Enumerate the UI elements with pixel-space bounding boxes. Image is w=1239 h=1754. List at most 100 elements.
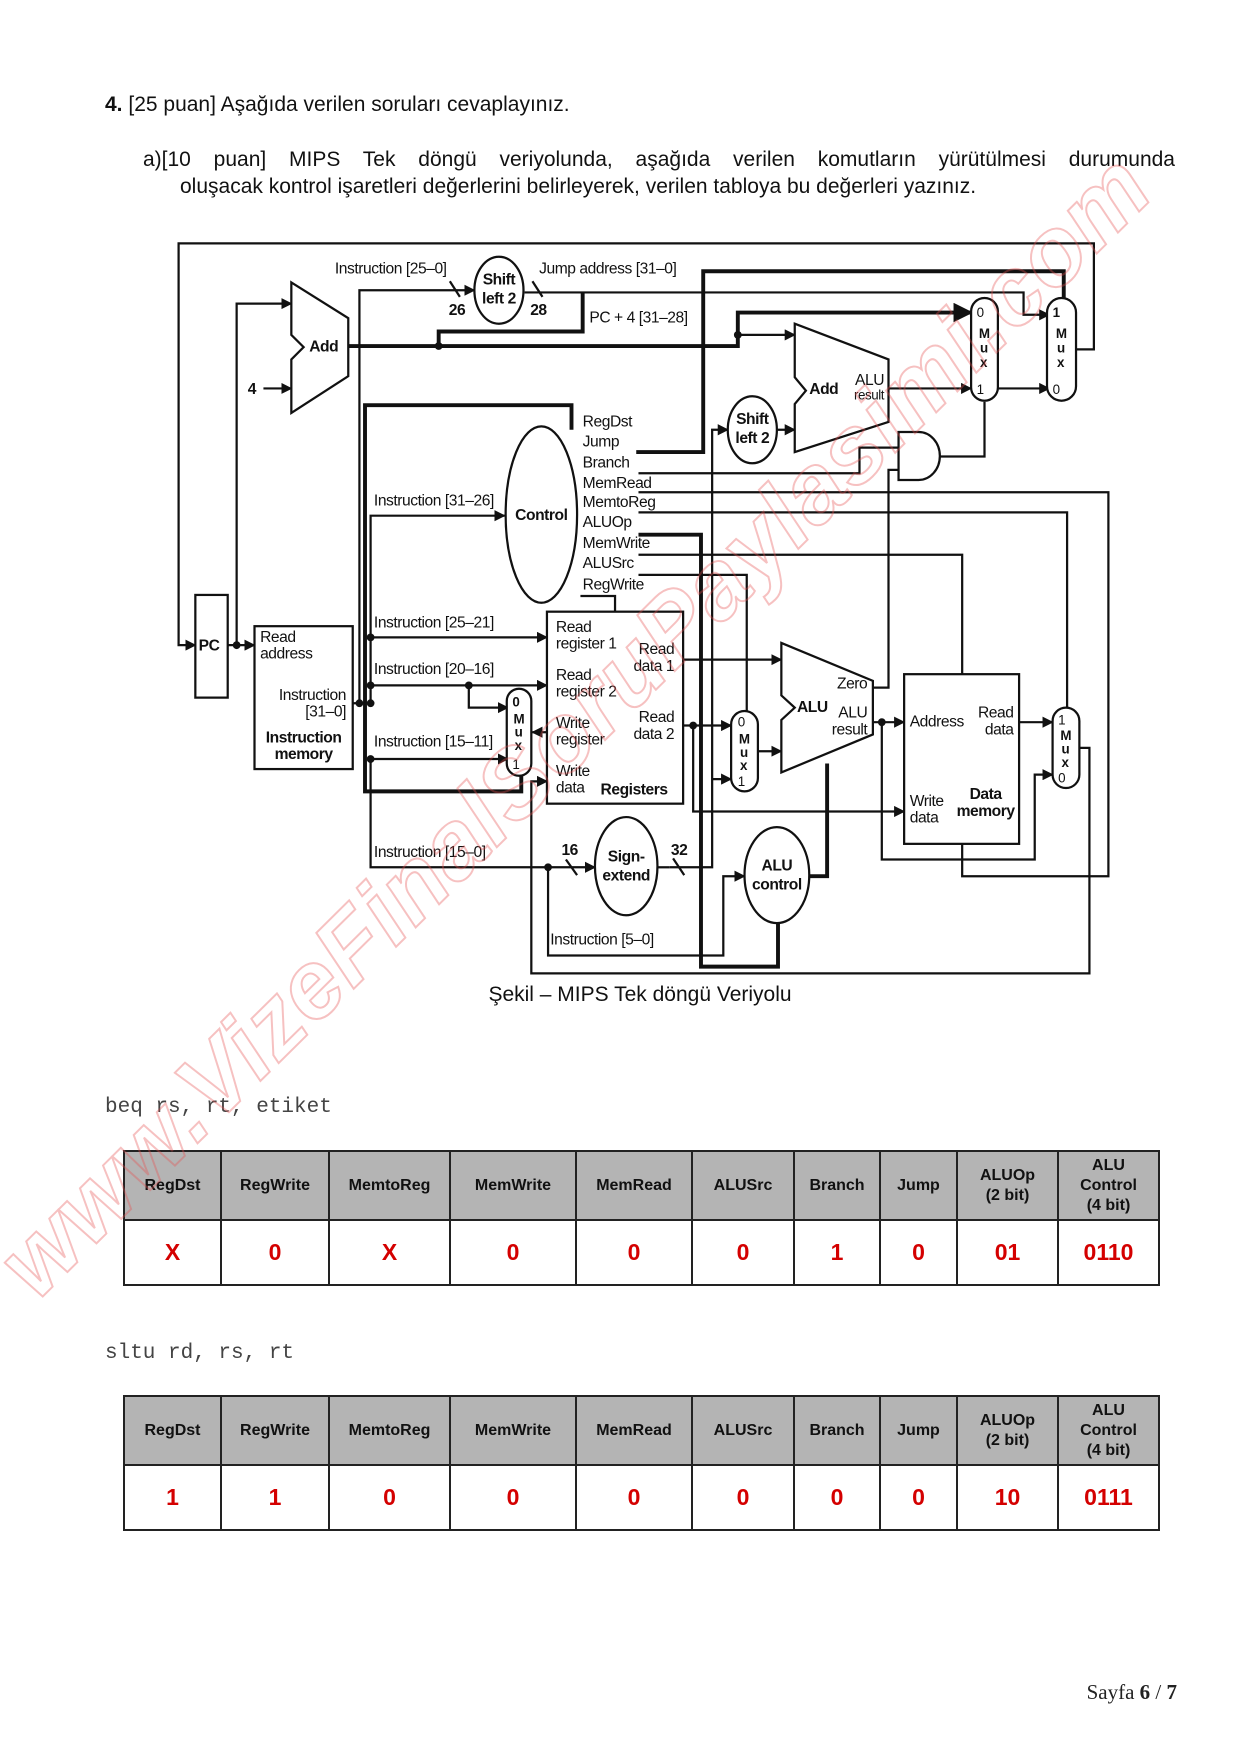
svg-text:Read: Read — [556, 619, 592, 636]
data-memory: Address Read data Write data Data memory — [903, 673, 1021, 845]
svg-text:register 1: register 1 — [556, 636, 617, 653]
svg-text:Instruction: Instruction — [266, 729, 342, 746]
svg-text:result: result — [854, 388, 885, 403]
svg-text:data: data — [910, 810, 939, 827]
value-aluop: 01 — [956, 1219, 1059, 1286]
value-memread: 0 — [575, 1219, 693, 1286]
instr-15-11-label: Instruction [15–11] — [374, 734, 493, 751]
svg-text:M: M — [1056, 326, 1067, 341]
header-aluop: ALUOp (2 bit) — [956, 1150, 1059, 1221]
svg-text:Sign-: Sign- — [608, 849, 645, 866]
value-regwrite: 0 — [220, 1219, 330, 1286]
header-memread: MemRead — [575, 1395, 693, 1466]
svg-text:u: u — [980, 341, 988, 356]
signal-branch: Branch — [583, 455, 630, 472]
svg-text:1: 1 — [1058, 712, 1065, 727]
svg-text:x: x — [1057, 355, 1065, 370]
instruction-beq: beq rs, rt, etiket — [105, 1096, 332, 1119]
svg-text:M: M — [979, 326, 990, 341]
value-regdst: X — [123, 1219, 222, 1286]
question-text: [25 puan] Aşağıda verilen soruları cevap… — [128, 93, 570, 116]
svg-text:Write: Write — [556, 715, 590, 732]
header-branch: Branch — [793, 1395, 881, 1466]
svg-text:Read: Read — [639, 641, 675, 658]
value-memread: 0 — [575, 1464, 693, 1531]
value-jump: 0 — [879, 1219, 958, 1286]
alusrc-mux: 0 M u x 1 — [730, 709, 760, 793]
svg-text:Read: Read — [639, 709, 675, 726]
bits-16: 16 — [561, 842, 578, 859]
svg-text:0: 0 — [512, 695, 519, 710]
memtoreg-mux: 1 M u x 0 — [1051, 706, 1081, 790]
bits-26: 26 — [449, 302, 466, 319]
svg-text:extend: extend — [602, 868, 650, 885]
bits-32: 32 — [671, 842, 688, 859]
junction-dots — [232, 330, 886, 872]
value-branch: 1 — [793, 1219, 881, 1286]
header-regdst: RegDst — [123, 1150, 222, 1221]
signal-regdst: RegDst — [583, 413, 633, 430]
instr-5-0-label: Instruction [5–0] — [550, 931, 654, 948]
pc-adder: Add — [290, 280, 350, 416]
branch-adder: Add ALU result — [793, 322, 890, 454]
instr-25-21-label: Instruction [25–21] — [374, 614, 494, 631]
svg-text:Shift: Shift — [736, 411, 769, 428]
svg-text:Read: Read — [260, 629, 296, 646]
svg-text:M: M — [739, 731, 750, 746]
signal-regwrite: RegWrite — [583, 576, 644, 593]
and-gate — [897, 430, 941, 482]
svg-text:left 2: left 2 — [735, 430, 770, 447]
svg-text:Control: Control — [515, 507, 567, 524]
svg-text:[31–0]: [31–0] — [305, 704, 346, 721]
svg-text:Zero: Zero — [837, 676, 868, 693]
svg-text:x: x — [515, 738, 523, 753]
instr-25-0-label: Instruction [25–0] — [335, 260, 447, 277]
svg-text:left 2: left 2 — [482, 291, 517, 308]
header-jump: Jump — [879, 1150, 958, 1221]
value-regdst: 1 — [123, 1464, 222, 1531]
svg-text:0: 0 — [1058, 770, 1065, 785]
svg-text:1: 1 — [1053, 305, 1061, 320]
value-memtoreg: X — [328, 1219, 451, 1286]
svg-text:1: 1 — [512, 757, 519, 772]
header-alusrc: ALUSrc — [691, 1150, 795, 1221]
svg-text:data 2: data 2 — [633, 726, 674, 743]
svg-text:ALU: ALU — [762, 858, 793, 875]
svg-text:data: data — [556, 780, 585, 797]
wires — [177, 242, 1110, 975]
header-aluop: ALUOp (2 bit) — [956, 1395, 1059, 1466]
instr-31-26-label: Instruction [31–26] — [374, 493, 494, 510]
bits-28: 28 — [530, 302, 547, 319]
svg-text:Data: Data — [970, 786, 1003, 803]
svg-text:memory: memory — [275, 746, 334, 763]
svg-text:0: 0 — [1053, 382, 1060, 397]
header-regwrite: RegWrite — [220, 1150, 330, 1221]
signal-memwrite: MemWrite — [583, 535, 650, 552]
svg-text:x: x — [980, 355, 988, 370]
svg-text:ALU: ALU — [797, 699, 828, 716]
instr-15-0-label: Instruction [15–0] — [374, 844, 486, 861]
svg-text:x: x — [740, 758, 748, 773]
svg-text:Address: Address — [910, 714, 965, 731]
signal-aluop: ALUOp — [583, 514, 633, 531]
branch-shift-left-2: Shift left 2 — [726, 395, 779, 465]
value-aluop: 10 — [956, 1464, 1059, 1531]
header-regdst: RegDst — [123, 1395, 222, 1466]
control-signal-labels: RegDst Jump Branch MemRead MemtoReg ALUO… — [583, 413, 656, 593]
svg-text:Write: Write — [556, 763, 590, 780]
pc-label: PC — [199, 638, 220, 655]
svg-text:register: register — [556, 732, 605, 749]
svg-text:1: 1 — [977, 382, 984, 397]
svg-text:result: result — [832, 721, 869, 738]
svg-text:Read: Read — [978, 705, 1014, 722]
pc4-label: PC + 4 [31–28] — [589, 310, 687, 327]
jump-mux: 1 M u x 0 — [1045, 296, 1078, 402]
svg-text:address: address — [260, 646, 313, 663]
value-memwrite: 0 — [449, 1464, 577, 1531]
